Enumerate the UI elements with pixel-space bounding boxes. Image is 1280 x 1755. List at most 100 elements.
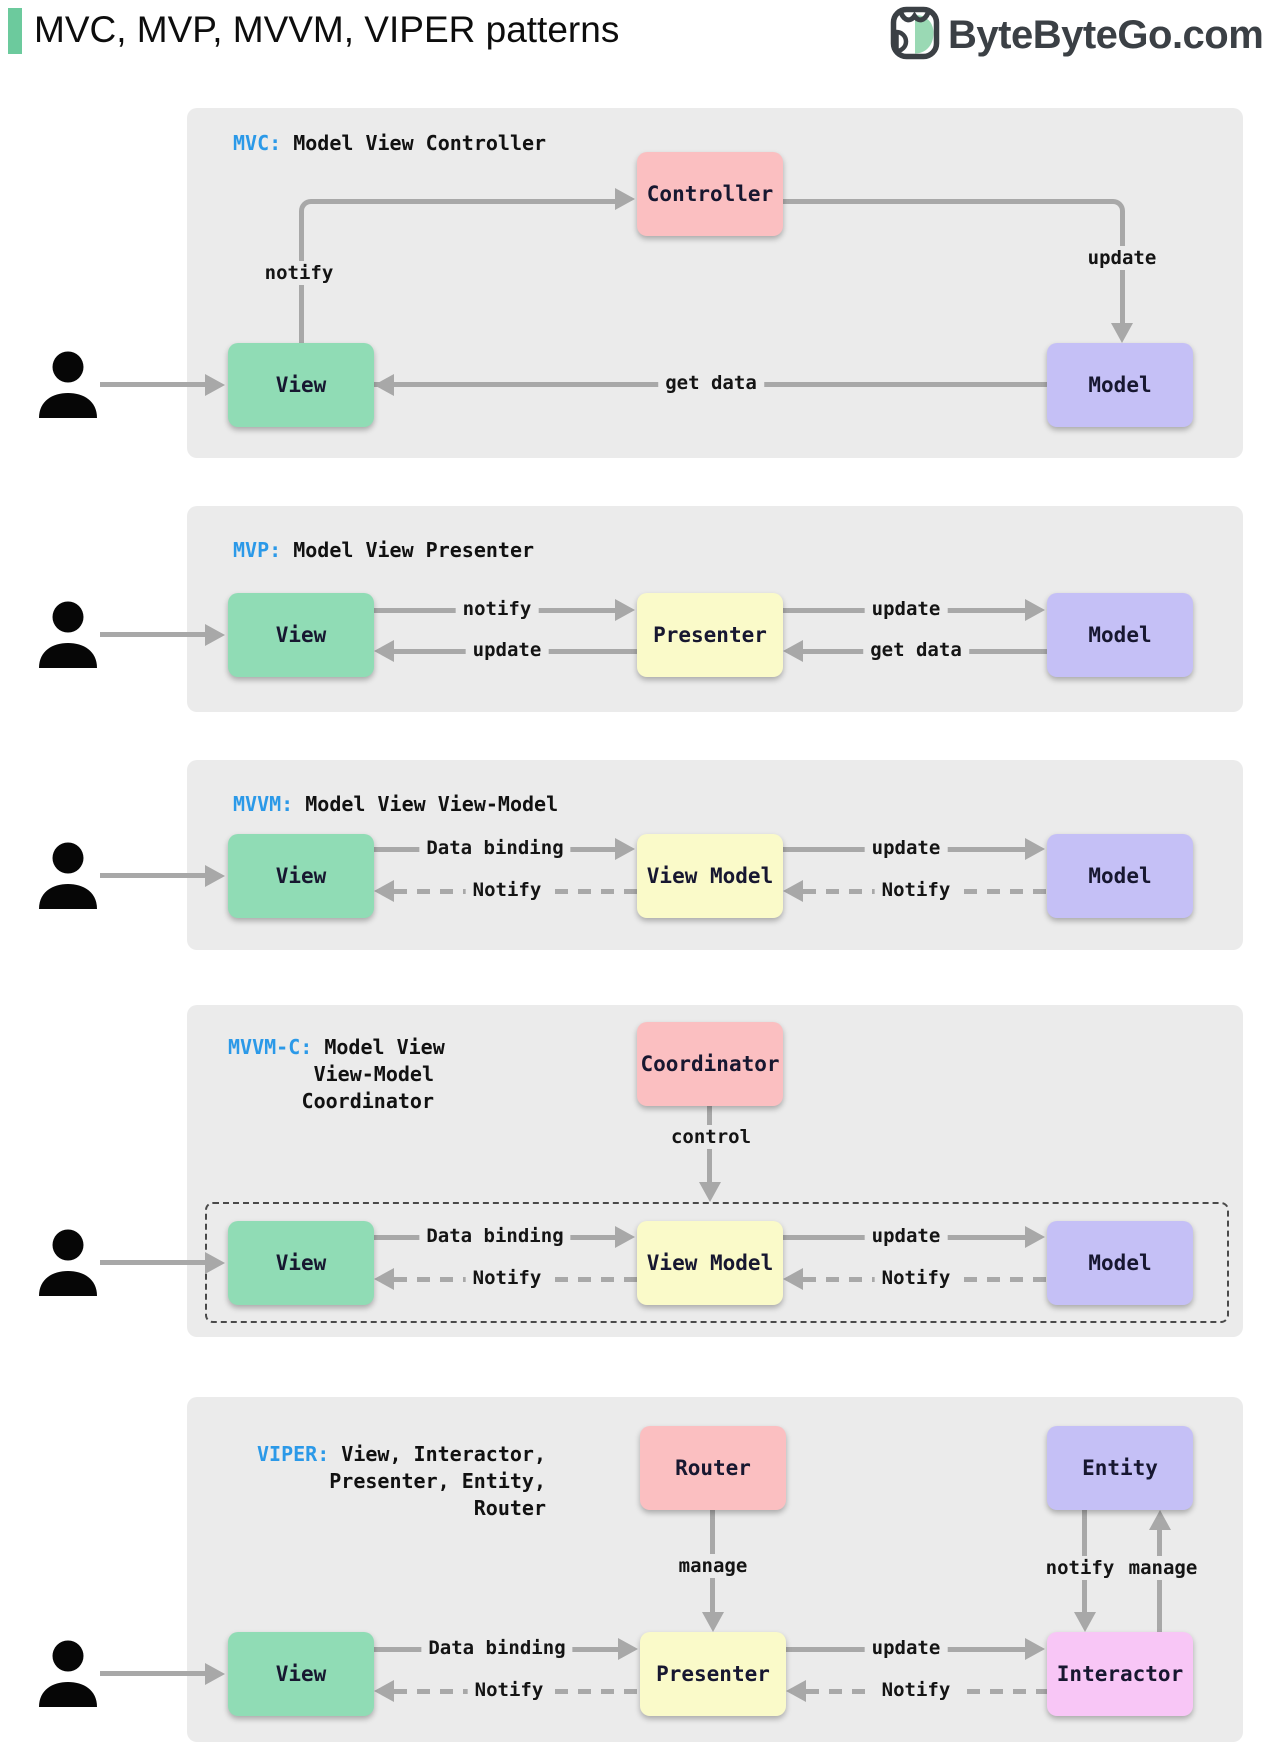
arrowhead-down	[1074, 1612, 1096, 1632]
arrow-user-to-view	[100, 1671, 208, 1676]
pattern-name-line3: Coordinator	[301, 1089, 434, 1113]
arrow-controller-to-model	[783, 199, 1125, 323]
box-view: View	[228, 343, 374, 427]
arrow-label-update: update	[864, 1224, 948, 1248]
arrowhead-right	[1025, 838, 1045, 860]
arrow-label-data-binding: Data binding	[421, 1636, 573, 1660]
arrow-view-to-controller	[299, 199, 617, 343]
arrow-label-notify: Notify	[465, 1266, 549, 1290]
pattern-abbrev: VIPER:	[257, 1442, 330, 1466]
arrowhead-left	[374, 1268, 394, 1290]
user-icon	[36, 350, 100, 424]
arrow-user-to-view	[100, 873, 208, 878]
user-icon	[36, 1639, 100, 1713]
title-accent-bar	[8, 8, 22, 54]
pattern-abbrev: MVVM:	[233, 792, 294, 816]
box-router: Router	[640, 1426, 786, 1510]
arrowhead-left	[374, 374, 394, 396]
pattern-abbrev: MVVM-C:	[228, 1035, 313, 1059]
arrowhead-left	[374, 1680, 394, 1702]
arrow-label-notify: Notify	[874, 1266, 958, 1290]
arrowhead-right	[1025, 1638, 1045, 1660]
user-icon	[36, 841, 100, 915]
box-controller: Controller	[637, 152, 783, 236]
arrowhead-left	[374, 640, 394, 662]
arrowhead-left	[783, 640, 803, 662]
arrow-user-to-view	[100, 382, 208, 387]
page-title: MVC, MVP, MVVM, VIPER patterns	[34, 9, 620, 50]
arrowhead-right	[205, 624, 225, 646]
panel-mvvm-c-title: MVVM-C: Model View View-Model Coordinato…	[228, 1034, 445, 1115]
arrow-label-control: control	[663, 1125, 759, 1149]
arrow-label-update: update	[864, 836, 948, 860]
pattern-name-line2: Presenter, Entity,	[329, 1469, 546, 1493]
arrow-user-to-view	[100, 1260, 208, 1265]
arrowhead-right	[615, 599, 635, 621]
box-model: Model	[1047, 343, 1193, 427]
pattern-name-line1: View, Interactor,	[341, 1442, 546, 1466]
owl-icon	[890, 6, 940, 64]
arrowhead-left	[783, 1268, 803, 1290]
box-model: Model	[1047, 834, 1193, 918]
arrow-label-notify: Notify	[465, 878, 549, 902]
box-view: View	[228, 834, 374, 918]
arrow-label-manage: manage	[1121, 1556, 1205, 1580]
arrow-label-data-binding: Data binding	[419, 1224, 571, 1248]
box-view-model: View Model	[637, 1221, 783, 1305]
pattern-name: Model View Controller	[293, 131, 547, 155]
arrowhead-right	[205, 374, 225, 396]
arrow-label-notify: Notify	[467, 1678, 551, 1702]
box-presenter: Presenter	[637, 593, 783, 677]
panel-mvvm-title: MVVM: Model View View-Model	[233, 791, 558, 818]
box-presenter: Presenter	[640, 1632, 786, 1716]
arrow-label-notify: notify	[1038, 1556, 1122, 1580]
arrowhead-left	[786, 1680, 806, 1702]
arrow-label-notify: Notify	[874, 1678, 958, 1702]
arrow-label-notify: Notify	[874, 878, 958, 902]
box-model: Model	[1047, 1221, 1193, 1305]
user-icon	[36, 1228, 100, 1302]
logo-text: ByteByteGo.com	[948, 12, 1264, 57]
arrow-label-update: update	[864, 1636, 948, 1660]
box-view-model: View Model	[637, 834, 783, 918]
arrowhead-down	[699, 1182, 721, 1202]
arrow-label-get-data: get data	[863, 638, 969, 662]
arrow-label-notify: notify	[455, 597, 539, 621]
box-view: View	[228, 1632, 374, 1716]
arrow-label-notify: notify	[257, 261, 341, 285]
arrowhead-down	[702, 1612, 724, 1632]
pattern-abbrev: MVP:	[233, 538, 282, 562]
pattern-name-line1: Model View	[324, 1035, 445, 1059]
box-coordinator: Coordinator	[637, 1022, 783, 1106]
arrowhead-right	[615, 838, 635, 860]
box-model: Model	[1047, 593, 1193, 677]
panel-mvc-title: MVC: Model View Controller	[233, 130, 546, 157]
arrow-interactor-to-entity	[1157, 1530, 1162, 1632]
arrowhead-right	[1025, 1226, 1045, 1248]
panel-viper-title: VIPER: View, Interactor, Presenter, Enti…	[228, 1441, 546, 1522]
pattern-name: Model View View-Model	[305, 792, 559, 816]
arrow-label-update: update	[1080, 246, 1164, 270]
arrowhead-up	[1149, 1510, 1171, 1530]
arrowhead-right	[205, 1663, 225, 1685]
box-view: View	[228, 593, 374, 677]
pattern-abbrev: MVC:	[233, 131, 282, 155]
arrowhead-down	[1111, 323, 1133, 343]
arrowhead-right	[205, 1252, 225, 1274]
arrow-label-data-binding: Data binding	[419, 836, 571, 860]
arrow-label-manage: manage	[671, 1554, 755, 1578]
pattern-name: Model View Presenter	[293, 538, 535, 562]
arrowhead-left	[374, 880, 394, 902]
arrowhead-right	[615, 1226, 635, 1248]
pattern-name-line3: Router	[473, 1496, 546, 1520]
box-view: View	[228, 1221, 374, 1305]
arrowhead-right	[615, 188, 635, 210]
arrowhead-right	[205, 865, 225, 887]
arrow-label-update: update	[864, 597, 948, 621]
box-interactor: Interactor	[1047, 1632, 1193, 1716]
user-icon	[36, 600, 100, 674]
arrow-user-to-view	[100, 632, 208, 637]
arrowhead-right	[1025, 599, 1045, 621]
arrow-label-get-data: get data	[658, 371, 764, 395]
